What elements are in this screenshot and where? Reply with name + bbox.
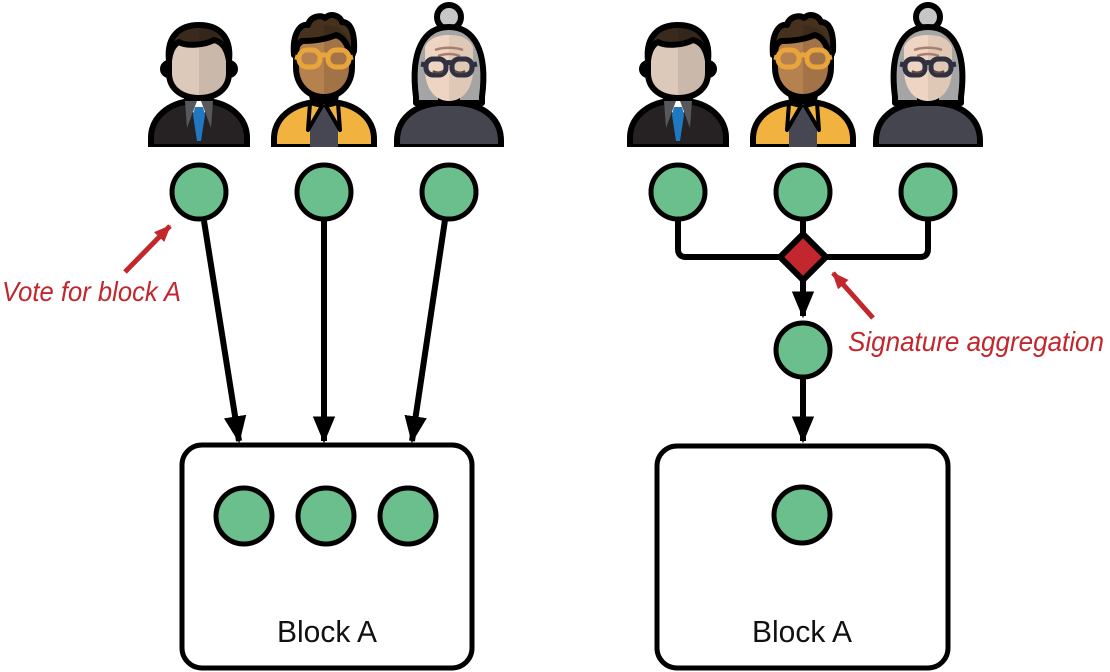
vote-circle (294, 162, 354, 222)
connector-line (675, 219, 786, 260)
aggregation-panel: Signature aggregation Block A (630, 5, 1104, 671)
businessman-avatar-icon (151, 25, 247, 147)
block-a-box (654, 443, 951, 671)
young-person-glasses-avatar-icon (274, 15, 374, 147)
block-label: Block A (277, 614, 377, 649)
aggregation-annotation-label: Signature aggregation (848, 326, 1104, 357)
vote-arrow (201, 220, 247, 444)
vote-in-block-circle (377, 485, 439, 547)
signature-circle (898, 162, 958, 222)
block-label: Block A (752, 614, 852, 649)
aggregated-signature-in-block-circle (771, 484, 833, 546)
elder-woman-avatar-icon (397, 5, 501, 147)
aggregation-diamond-icon (777, 231, 829, 283)
elder-woman-avatar-icon (876, 5, 980, 147)
signature-circle (648, 162, 708, 222)
signature-circle (773, 162, 833, 222)
vote-in-block-circle (295, 485, 357, 547)
vote-circle (169, 162, 229, 222)
voting-panel: Vote for block A Block A (2, 5, 501, 671)
annotation-arrow (831, 271, 875, 320)
vote-circle (419, 162, 479, 222)
vote-in-block-circle (213, 485, 275, 547)
vote-arrow (404, 219, 448, 444)
aggregated-signature-circle (773, 320, 833, 380)
young-person-glasses-avatar-icon (753, 15, 853, 147)
connector-line (820, 219, 931, 260)
vote-annotation-label: Vote for block A (2, 276, 181, 307)
annotation-arrow (123, 224, 172, 274)
businessman-avatar-icon (630, 25, 726, 147)
